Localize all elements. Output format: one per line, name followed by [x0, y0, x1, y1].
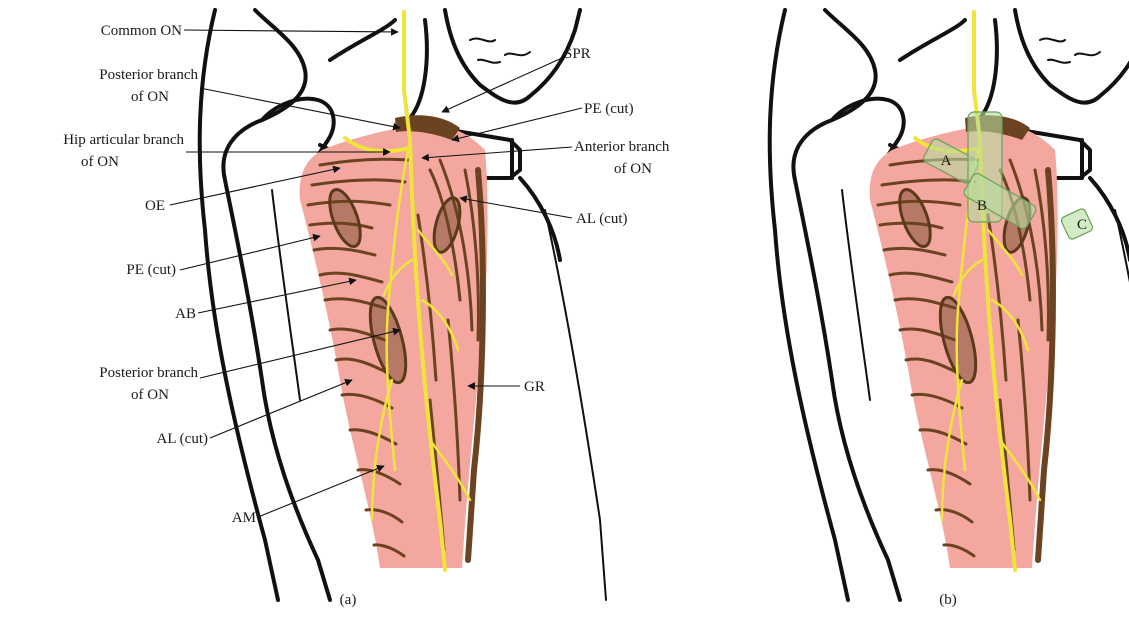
label-zone-c: C — [1077, 217, 1087, 233]
label-zone-b: B — [977, 198, 987, 214]
label-al-cut-left: AL (cut) — [156, 431, 208, 447]
sacrum-detail — [470, 39, 530, 63]
label-posterior-branch-top-line2: of ON — [131, 89, 169, 105]
pubic-bone-outline — [330, 20, 427, 118]
label-spr: SPR — [564, 46, 591, 62]
label-pe-cut-left: PE (cut) — [126, 262, 176, 278]
label-al-cut-right: AL (cut) — [576, 211, 628, 227]
label-hip-articular-line2: of ON — [81, 154, 119, 170]
label-am: AM — [232, 510, 256, 526]
label-hip-articular-line1: Hip articular branch — [63, 132, 184, 148]
panel-b-illustration — [770, 10, 1129, 600]
label-anterior-branch-line1: Anterior branch — [574, 139, 670, 155]
label-common-on: Common ON — [101, 23, 182, 39]
label-ab: AB — [175, 306, 196, 322]
label-posterior-branch-top-line1: Posterior branch — [99, 67, 198, 83]
caption-panel-b: (b) — [939, 592, 957, 608]
panel-a-illustration — [200, 10, 606, 600]
label-oe: OE — [145, 198, 165, 214]
pubic-symphysis-outline — [445, 10, 580, 103]
label-posterior-branch-bottom-line1: Posterior branch — [99, 365, 198, 381]
label-gr: GR — [524, 379, 545, 395]
label-zone-a: A — [941, 153, 952, 169]
label-pe-cut-right: PE (cut) — [584, 101, 634, 117]
label-posterior-branch-bottom-line2: of ON — [131, 387, 169, 403]
caption-panel-a: (a) — [340, 592, 357, 608]
label-anterior-branch-line2: of ON — [614, 161, 652, 177]
thigh-inner-outline — [545, 210, 606, 600]
